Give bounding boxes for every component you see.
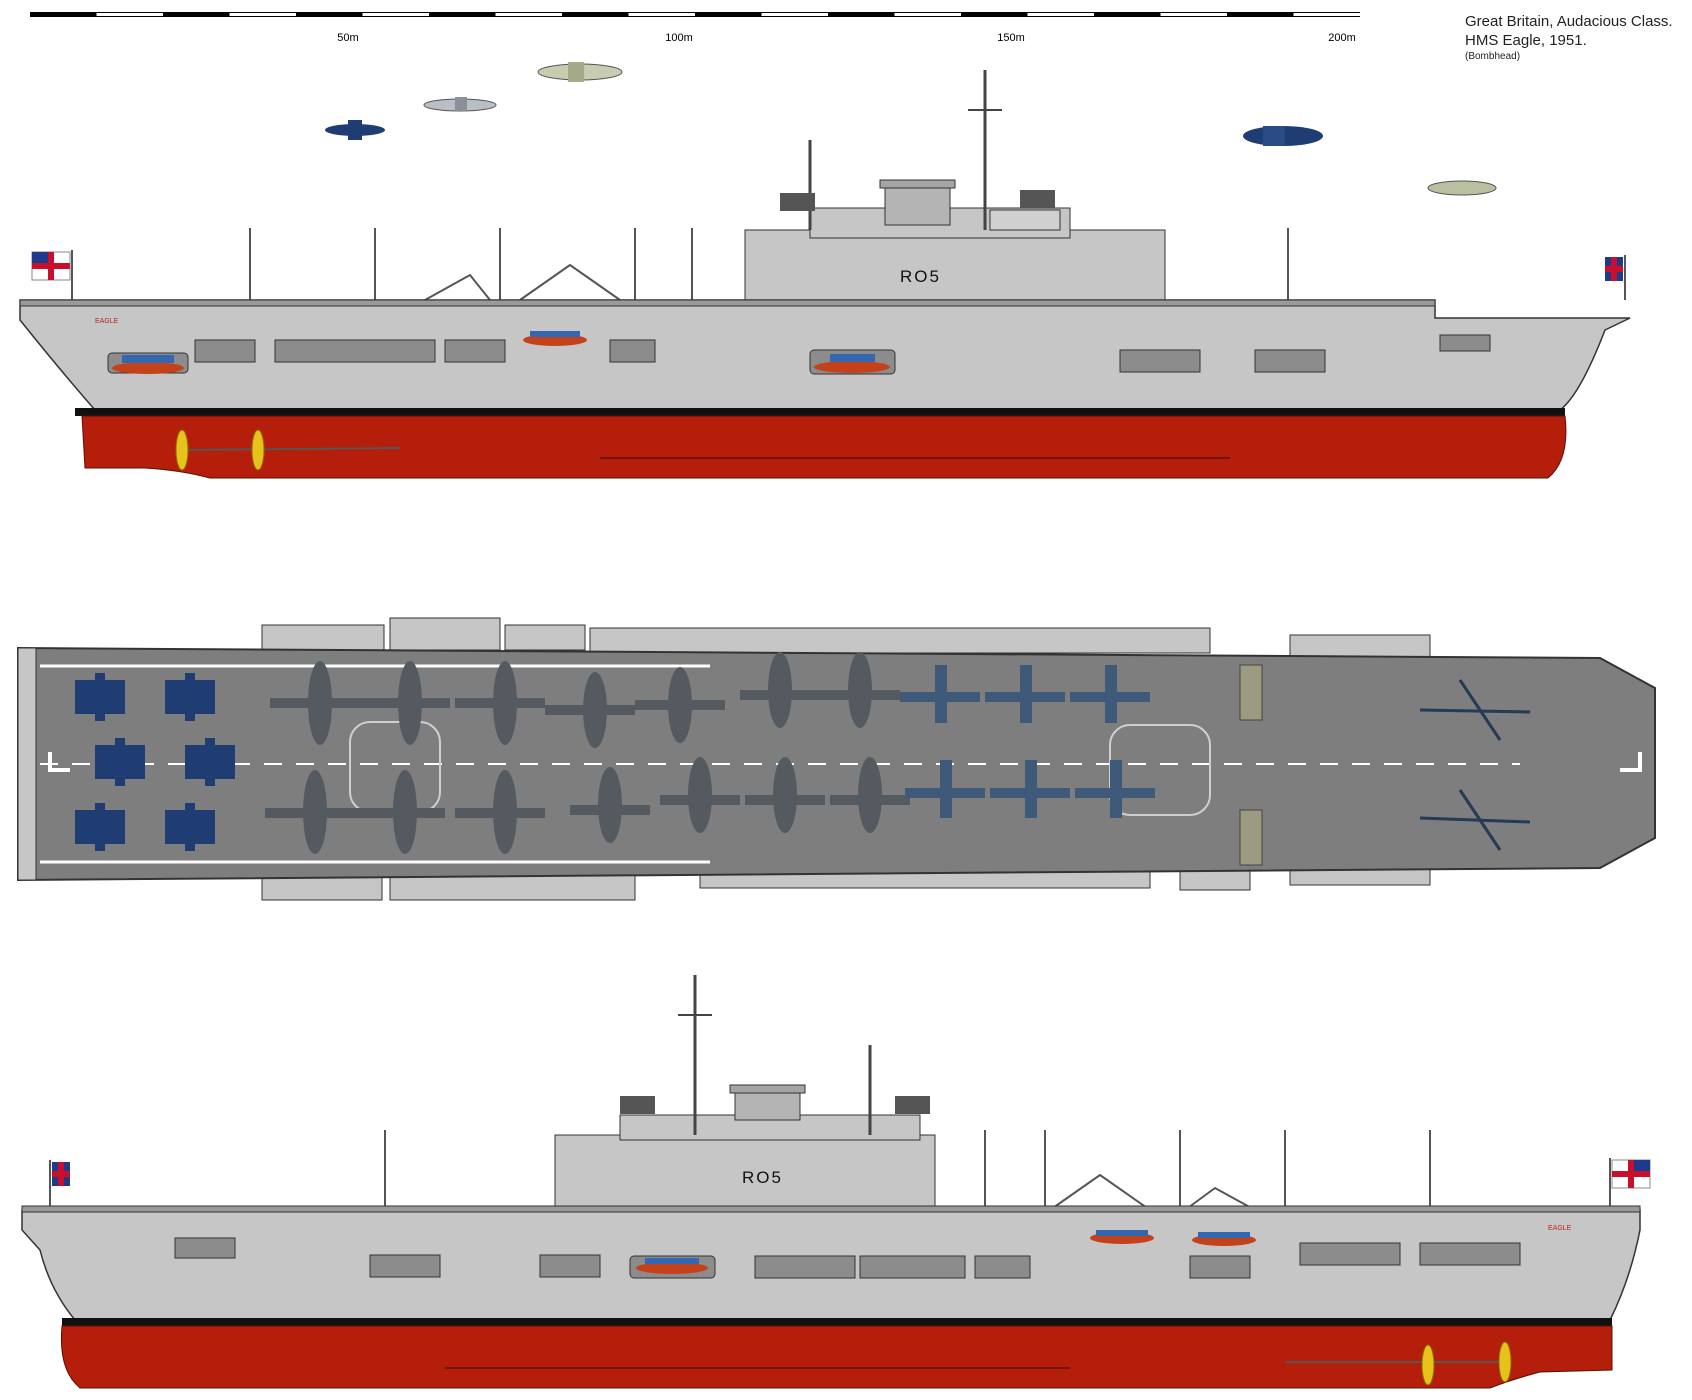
- aircraft-icon: [1075, 760, 1155, 818]
- flight-deck: [17, 646, 1656, 882]
- radar-antenna-icon: [620, 1096, 655, 1114]
- aircraft-icon: [820, 652, 900, 728]
- port-ship-name: EAGLE: [1548, 1225, 1572, 1232]
- flying-aircraft-4: [1243, 126, 1323, 146]
- aircraft-icon: [360, 661, 450, 745]
- scale-segment: [1293, 13, 1360, 16]
- aircraft-icon: [355, 770, 445, 854]
- aircraft-icon: [990, 760, 1070, 818]
- starboard-deck-masts: [249, 228, 1289, 300]
- scale-segment: [1160, 13, 1227, 16]
- aircraft-icon: [635, 667, 725, 743]
- scale-tick-200m: 200m: [1328, 32, 1356, 44]
- radar-antenna-icon: [1020, 190, 1055, 208]
- scale-tick-50m: 50m: [337, 32, 359, 44]
- aircraft-icon: [185, 738, 235, 786]
- scale-segment: [628, 13, 695, 16]
- aircraft-icon: [165, 673, 215, 721]
- scale-segment: [761, 13, 828, 16]
- starboard-profile: RO5 EAGLE: [19, 62, 1631, 479]
- lifeboat-icon: [523, 331, 587, 346]
- deck-helicopters: [1419, 679, 1531, 851]
- starboard-flight-deck-edge: [19, 299, 1436, 307]
- starboard-boot-topping: [75, 408, 1565, 416]
- scale-segment: [1027, 13, 1094, 16]
- scale-bar-graphic: [30, 12, 1360, 17]
- aircraft-icon: [905, 760, 985, 818]
- aircraft-icon: [75, 673, 125, 721]
- scale-tick-100m: 100m: [665, 32, 693, 44]
- union-jack-flag-icon: [1605, 255, 1626, 300]
- crash-barrier: [1239, 664, 1263, 721]
- aircraft-icon: [455, 770, 545, 854]
- port-deck-masts: [384, 1130, 1431, 1210]
- propeller-icon: [1421, 1341, 1512, 1386]
- flying-aircraft-2: [423, 97, 497, 112]
- radar-antenna-icon: [780, 193, 815, 211]
- scale-segment: [495, 13, 562, 16]
- aircraft-icon: [830, 757, 910, 833]
- caption-country-class: Great Britain, Audacious Class.: [1465, 13, 1673, 30]
- port-portholes-row: [174, 1237, 1521, 1279]
- aircraft-icon: [570, 767, 650, 843]
- starboard-island: RO5: [744, 70, 1166, 301]
- aircraft-icon: [270, 661, 360, 745]
- scale-segment: [96, 13, 163, 16]
- scale-bar: 50m 100m 150m 200m: [30, 12, 1360, 44]
- caption: Great Britain, Audacious Class. HMS Eagl…: [1465, 12, 1673, 63]
- lifeboat-icon: [629, 1255, 716, 1279]
- lifeboat-icon: [1192, 1232, 1256, 1246]
- port-island: RO5: [554, 975, 936, 1211]
- aircraft-icon: [900, 665, 980, 723]
- aircraft-icon: [455, 661, 545, 745]
- white-ensign-flag-icon: [1609, 1158, 1651, 1210]
- deck-aircraft-blue-group: [75, 673, 235, 851]
- flight-deck-plan: [17, 617, 1656, 901]
- port-boot-topping: [62, 1318, 1612, 1326]
- port-cranes: [1049, 1173, 1256, 1211]
- scale-segment: [894, 13, 961, 16]
- flying-aircraft-1: [325, 120, 385, 140]
- scale-segment: [362, 13, 429, 16]
- deck-aircraft-grey-group: [265, 652, 910, 854]
- lifeboat-icon: [107, 352, 189, 374]
- flying-aircraft-5: [1427, 180, 1497, 196]
- port-flight-deck-edge: [21, 1205, 1641, 1213]
- aircraft-icon: [660, 757, 740, 833]
- aircraft-icon: [745, 757, 825, 833]
- white-ensign-flag-icon: [31, 250, 73, 300]
- port-hull-lower: [60, 1325, 1613, 1389]
- caption-ship-year: HMS Eagle, 1951.: [1465, 32, 1587, 49]
- aircraft-icon: [740, 652, 820, 728]
- lifeboat-icon: [809, 349, 896, 375]
- port-hull-number: RO5: [742, 1168, 783, 1187]
- aircraft-icon: [985, 665, 1065, 723]
- aircraft-icon: [165, 803, 215, 851]
- union-jack-flag-icon: [49, 1160, 70, 1210]
- propeller-icon: [175, 429, 265, 471]
- caption-author: (Bombhead): [1465, 51, 1521, 62]
- aircraft-icon: [545, 672, 635, 748]
- scale-tick-150m: 150m: [997, 32, 1025, 44]
- port-profile: RO5 EAGLE: [21, 975, 1651, 1389]
- deck-aircraft-jet-group: [900, 665, 1155, 818]
- starboard-portholes-row: [194, 334, 1491, 373]
- starboard-hull-lower: [81, 415, 1567, 479]
- lifeboat-icon: [1090, 1230, 1154, 1244]
- starboard-hull-number: RO5: [900, 267, 941, 286]
- radar-antenna-icon: [895, 1096, 930, 1114]
- scale-segment: [229, 13, 296, 16]
- aircraft-icon: [1070, 665, 1150, 723]
- crash-barrier: [1239, 809, 1263, 866]
- aircraft-icon: [265, 770, 355, 854]
- aircraft-icon: [95, 738, 145, 786]
- starboard-cranes: [424, 263, 621, 301]
- flying-aircraft-3: [537, 62, 623, 82]
- aircraft-icon: [75, 803, 125, 851]
- starboard-ship-name: EAGLE: [95, 318, 119, 325]
